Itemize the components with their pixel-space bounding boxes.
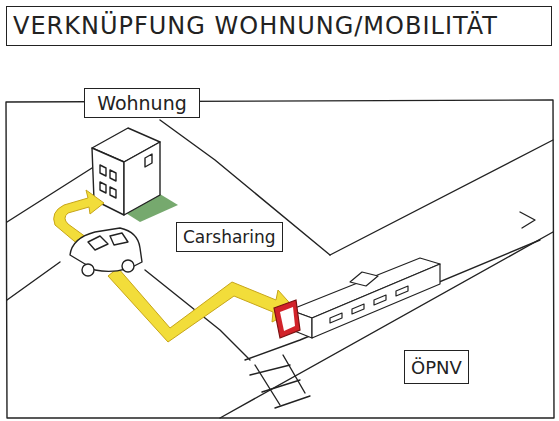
street-mark [520, 212, 535, 228]
train-door [280, 307, 295, 331]
label-text: Carsharing [183, 227, 276, 247]
label-box: Wohnung [84, 88, 200, 118]
title-text: VERKNÜPFUNG WOHNUNG/MOBILITÄT [13, 12, 498, 40]
street-line [7, 168, 92, 222]
platform [245, 240, 540, 360]
frame [6, 100, 554, 418]
car [70, 228, 142, 276]
train [290, 258, 440, 338]
street-line [7, 262, 60, 300]
route-arrow [54, 190, 296, 342]
street-line [220, 232, 553, 418]
train-door [274, 300, 300, 338]
title-box: VERKNÜPFUNG WOHNUNG/MOBILITÄT [6, 6, 552, 46]
street-line [160, 120, 330, 255]
label-text: Wohnung [97, 92, 187, 114]
label-box: Carsharing [176, 222, 283, 252]
label-box: ÖPNV [404, 350, 469, 384]
street-line [330, 140, 553, 255]
label-text: ÖPNV [411, 357, 462, 378]
crosswalk [255, 355, 305, 405]
